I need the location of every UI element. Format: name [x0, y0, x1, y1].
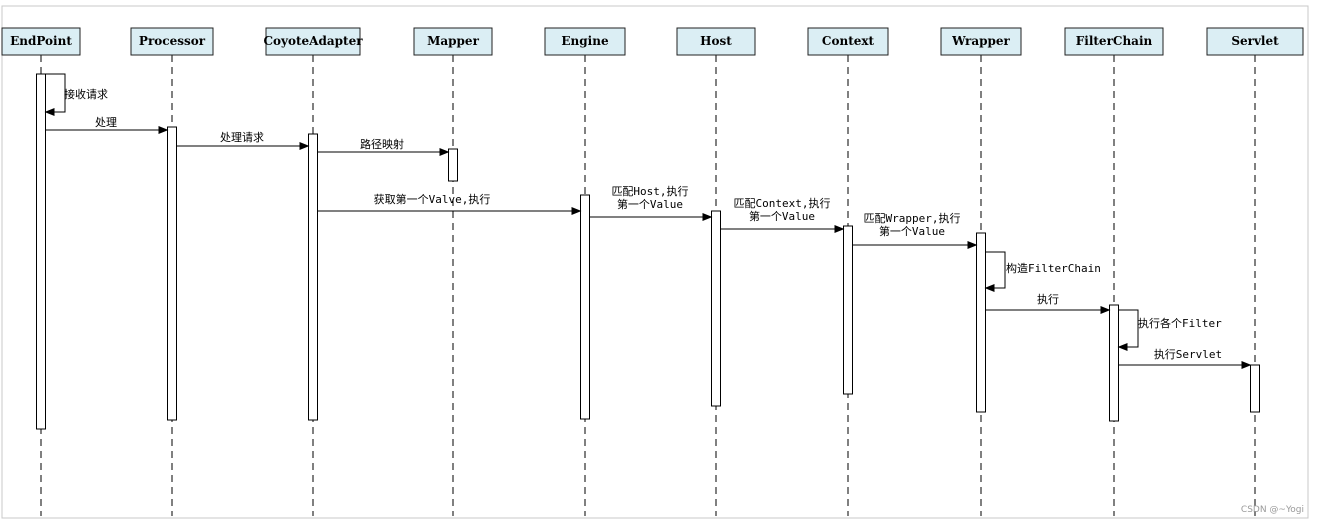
message-label: 执行各个Filter: [1138, 316, 1222, 330]
actor-context: Context: [807, 27, 889, 56]
self-message-arrow: [1117, 309, 1139, 351]
message-label: 第一个Value: [879, 224, 945, 238]
activation-wrapper: [976, 232, 986, 413]
activation-coyoteadapter: [308, 133, 318, 421]
activation-processor: [167, 126, 177, 421]
actor-box-mapper: [413, 27, 493, 56]
message-label: 构造FilterChain: [1006, 261, 1101, 275]
message-label: 获取第一个Valve,执行: [374, 192, 491, 206]
message-label: 匹配Host,执行: [611, 184, 688, 198]
actor-box-context: [807, 27, 889, 56]
actor-engine: Engine: [544, 27, 626, 56]
actor-coyoteadapter: CoyoteAdapter: [263, 27, 363, 56]
self-message-arrow: [44, 73, 66, 116]
message-label: 接收请求: [64, 87, 108, 101]
actor-filterchain: FilterChain: [1064, 27, 1164, 56]
actor-label-coyoteadapter: CoyoteAdapter: [263, 34, 363, 48]
message-label: 执行Servlet: [1154, 347, 1222, 361]
actor-label-processor: Processor: [139, 34, 206, 48]
message-label: 处理: [95, 116, 117, 129]
actor-servlet: Servlet: [1206, 27, 1304, 56]
actor-box-endpoint: [1, 27, 81, 56]
activation-mapper: [448, 148, 458, 182]
actor-box-servlet: [1206, 27, 1304, 56]
message-1-endpoint-to-processor: 处理: [45, 116, 169, 134]
actor-wrapper: Wrapper: [940, 27, 1022, 56]
actor-label-endpoint: EndPoint: [10, 34, 72, 48]
actor-host: Host: [676, 27, 756, 56]
message-label: 路径映射: [360, 137, 404, 151]
actor-box-processor: [130, 27, 214, 56]
diagram-frame: [1, 5, 1309, 519]
actor-box-wrapper: [940, 27, 1022, 56]
message-8-wrapper-to-wrapper: 构造FilterChain: [984, 251, 1101, 292]
actor-box-engine: [544, 27, 626, 56]
message-label: 第一个Value: [749, 209, 815, 223]
actor-processor: Processor: [130, 27, 214, 56]
message-0-endpoint-to-endpoint: 接收请求: [44, 73, 108, 116]
message-4-coyoteadapter-to-engine: 获取第一个Valve,执行: [317, 192, 582, 215]
activation-endpoint: [36, 73, 46, 430]
actor-label-wrapper: Wrapper: [951, 34, 1010, 48]
activation-servlet: [1250, 364, 1260, 413]
message-10-filterchain-to-filterchain: 执行各个Filter: [1117, 309, 1222, 351]
watermark-text: CSDN @~Yogi: [1241, 505, 1304, 515]
message-3-coyoteadapter-to-mapper: 路径映射: [317, 137, 450, 156]
activation-host: [711, 210, 721, 407]
actor-endpoint: EndPoint: [1, 27, 81, 56]
message-2-processor-to-coyoteadapter: 处理请求: [176, 131, 310, 150]
activation-context: [843, 225, 853, 395]
actor-mapper: Mapper: [413, 27, 493, 56]
message-label: 处理请求: [220, 131, 264, 144]
message-9-wrapper-to-filterchain: 执行: [985, 292, 1111, 314]
message-11-filterchain-to-servlet: 执行Servlet: [1118, 347, 1252, 369]
activation-engine: [580, 194, 590, 420]
actor-label-mapper: Mapper: [427, 34, 479, 48]
message-label: 匹配Context,执行: [734, 196, 831, 210]
actor-label-engine: Engine: [561, 34, 609, 48]
message-label: 第一个Value: [617, 197, 683, 211]
actor-box-coyoteadapter: [265, 27, 361, 56]
message-label: 执行: [1037, 292, 1059, 306]
actor-box-host: [676, 27, 756, 56]
actor-label-context: Context: [822, 34, 875, 48]
activation-filterchain: [1109, 304, 1119, 422]
actor-label-servlet: Servlet: [1231, 34, 1279, 48]
actor-box-filterchain: [1064, 27, 1164, 56]
message-label: 匹配Wrapper,执行: [864, 211, 961, 225]
actor-label-filterchain: FilterChain: [1076, 34, 1153, 48]
actor-label-host: Host: [700, 34, 732, 48]
self-message-arrow: [984, 251, 1006, 292]
